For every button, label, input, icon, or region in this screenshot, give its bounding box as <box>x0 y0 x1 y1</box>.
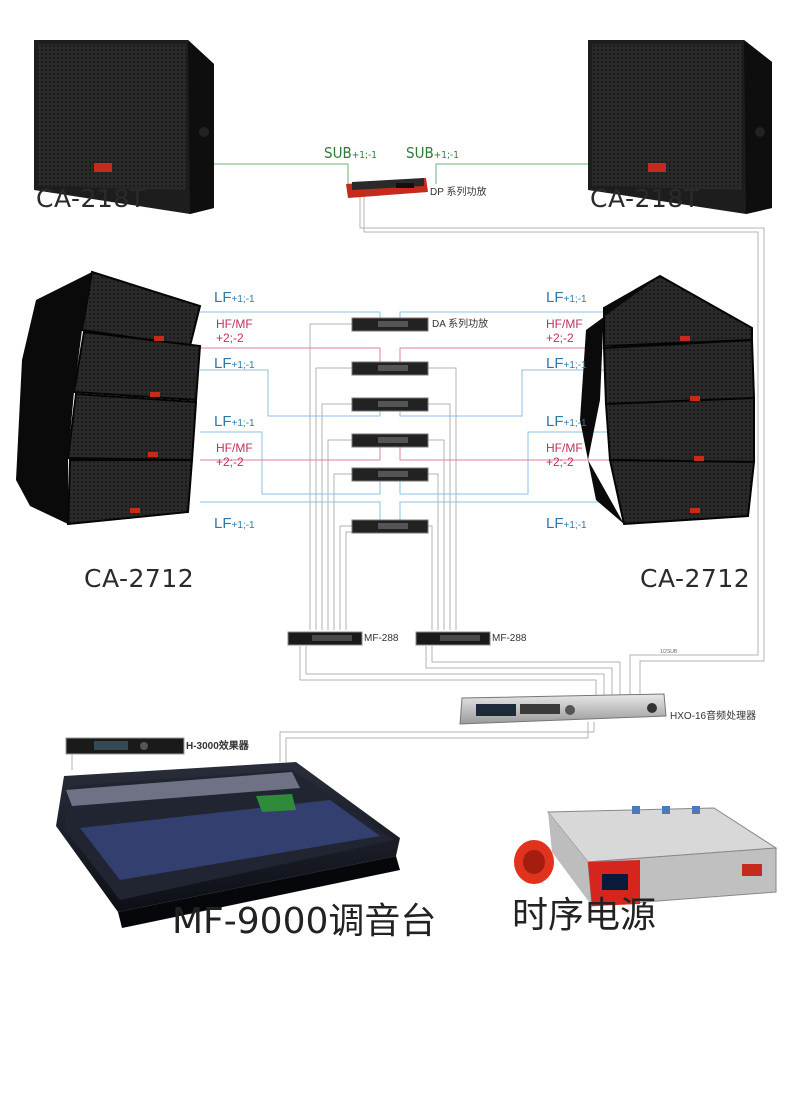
dp-amplifier-label: DP 系列功放 <box>430 187 487 198</box>
audio-processor <box>459 693 667 725</box>
hf-label-left-2: HF/MF+2;-2 <box>216 441 253 469</box>
array-speaker-right <box>580 274 756 526</box>
mf288-left <box>287 631 363 646</box>
cable-layer <box>71 196 765 770</box>
mixer-label: MF-9000调音台 <box>172 901 437 942</box>
mf288-right-label: MF-288 <box>492 633 527 644</box>
sub-cable-tag: 1/2SUB <box>660 649 678 655</box>
effects-unit <box>65 737 185 755</box>
sub-right-signal-label: SUB+1;-1 <box>406 144 459 162</box>
hf-label-right-1: HF/MF+2;-2 <box>546 317 583 345</box>
lf-label-right-4: LF+1;-1 <box>546 515 587 532</box>
lf-lines <box>200 311 610 520</box>
array-right-model-label: CA-2712 <box>640 564 751 593</box>
sub-left-signal-label: SUB+1;-1 <box>324 144 377 162</box>
power-sequencer-label: 时序电源 <box>512 895 657 936</box>
lf-label-left-1: LF+1;-1 <box>214 289 255 306</box>
power-sequencer <box>514 806 778 907</box>
da-amplifiers <box>351 317 429 534</box>
hf-label-left-1: HF/MF+2;-2 <box>216 317 253 345</box>
sub-speaker-left <box>34 40 214 214</box>
array-left-model-label: CA-2712 <box>84 564 195 593</box>
dp-amplifier <box>346 178 428 198</box>
sub-lines <box>212 163 590 184</box>
mf288-right <box>415 631 491 646</box>
lf-label-left-2: LF+1;-1 <box>214 355 255 372</box>
sub-left-model-label: CA-218T <box>36 184 146 213</box>
array-speaker-left <box>16 270 202 526</box>
da-amplifier-label: DA 系列功放 <box>432 319 489 330</box>
mf288-left-label: MF-288 <box>364 633 399 644</box>
lf-label-right-3: LF+1;-1 <box>546 413 587 430</box>
lf-label-right-2: LF+1;-1 <box>546 355 587 372</box>
sub-speaker-right <box>588 40 772 214</box>
lf-label-left-3: LF+1;-1 <box>214 413 255 430</box>
lf-label-left-4: LF+1;-1 <box>214 515 255 532</box>
sub-right-model-label: CA-218T <box>590 184 700 213</box>
processor-label: HXO-16音频处理器 <box>670 711 757 722</box>
effects-label: H-3000效果器 <box>186 741 249 752</box>
mixer-console <box>56 762 400 928</box>
lf-label-right-1: LF+1;-1 <box>546 289 587 306</box>
hf-label-right-2: HF/MF+2;-2 <box>546 441 583 469</box>
